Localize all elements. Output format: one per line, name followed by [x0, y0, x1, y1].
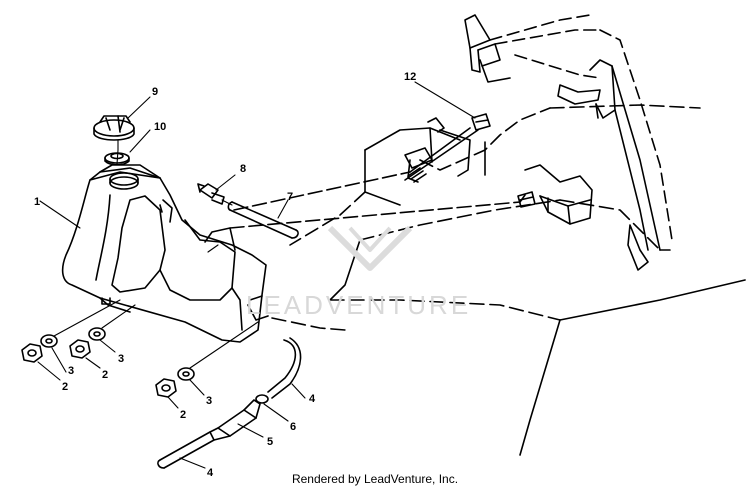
callout-12: 12	[404, 71, 416, 83]
callout-4-lower-hose: 4	[207, 467, 214, 479]
fuel-filter	[209, 399, 261, 441]
callout-3-right: 3	[206, 395, 212, 407]
assembly-guide-lines	[53, 139, 259, 369]
callout-3-left: 3	[68, 365, 74, 377]
watermark: LEADVENTURE	[246, 225, 471, 320]
frame-outline	[464, 14, 673, 271]
body-panel-outline	[271, 104, 746, 456]
fuel-tank	[61, 164, 269, 343]
watermark-text: LEADVENTURE	[246, 290, 471, 320]
threaded-rod-end	[407, 113, 491, 183]
nut	[69, 339, 91, 359]
callout-labels: 1 2 2 2 3 3 3 4 4 5 6 7 8 9 10 12	[34, 71, 416, 479]
callout-1: 1	[34, 196, 40, 208]
washer	[40, 334, 58, 348]
washer	[88, 327, 106, 341]
threaded-stud-lower	[517, 191, 536, 208]
callout-6: 6	[290, 421, 296, 433]
fuel-cap	[93, 115, 135, 141]
callout-5: 5	[267, 436, 273, 448]
fuel-hose-lower	[157, 431, 215, 469]
callout-3-middle: 3	[118, 353, 124, 365]
hose-clamp	[255, 394, 269, 404]
tank-mount-bracket-lower	[524, 164, 593, 225]
tank-filler-neck	[109, 172, 139, 190]
washer	[177, 367, 195, 381]
callout-2-middle: 2	[102, 369, 108, 381]
render-credit: Rendered by LeadVenture, Inc.	[291, 472, 459, 486]
callout-8: 8	[240, 163, 246, 175]
callout-10: 10	[154, 121, 166, 133]
fuel-line	[267, 337, 302, 399]
callout-7: 7	[287, 191, 293, 203]
callout-2-right: 2	[180, 409, 186, 421]
nut	[21, 343, 43, 363]
nut	[155, 378, 177, 398]
tank-strap-rod	[229, 127, 526, 229]
callout-2-left: 2	[62, 381, 68, 393]
leader-lines	[37, 81, 476, 469]
callout-9: 9	[152, 86, 158, 98]
fuel-tube	[227, 201, 299, 239]
callout-4-fuel-line: 4	[309, 393, 316, 405]
